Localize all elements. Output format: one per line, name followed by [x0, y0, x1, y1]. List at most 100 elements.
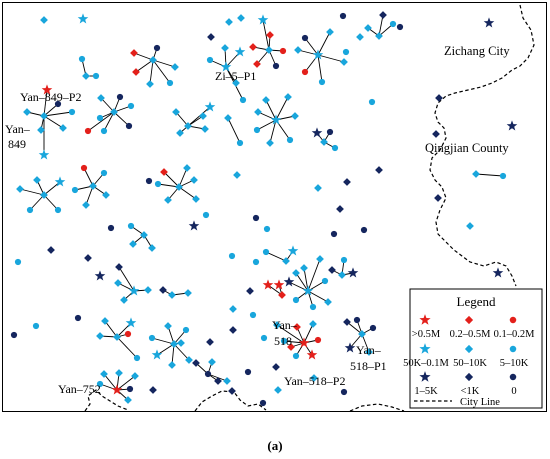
well-circle-marker — [330, 230, 338, 238]
well-link-line — [307, 258, 321, 292]
well-diamond-marker — [287, 343, 295, 351]
well-circle-marker — [340, 256, 348, 264]
well-link-line — [29, 194, 45, 211]
well-circle-marker — [252, 258, 260, 266]
well-circle-marker — [286, 136, 294, 144]
well-diamond-marker — [144, 286, 152, 294]
well-diamond-marker — [237, 14, 245, 22]
well-link-line — [43, 89, 48, 117]
well-circle-marker — [80, 164, 88, 172]
well-diamond-marker — [214, 377, 222, 385]
well-diamond-marker — [102, 191, 110, 199]
well-diamond-marker — [224, 114, 232, 122]
well-diamond-marker — [131, 372, 139, 380]
well-link-line — [103, 373, 118, 391]
well-circle-marker — [314, 336, 322, 344]
well-diamond-marker — [314, 184, 322, 192]
well-link-line — [256, 119, 277, 131]
legend-item-label: 0.1–0.2M — [494, 329, 536, 340]
well-diamond-marker — [164, 196, 172, 204]
well-link-line — [157, 183, 180, 188]
well-circle-marker — [292, 296, 300, 304]
well-circle-marker — [96, 114, 104, 122]
well-diamond-marker — [172, 108, 180, 116]
well-star-marker — [483, 17, 495, 28]
well-link-line — [256, 49, 270, 65]
well-circle-marker — [339, 12, 347, 20]
well-diamond-marker — [208, 358, 216, 366]
well-diamond-marker — [113, 333, 121, 341]
well-star-marker — [77, 13, 89, 24]
well-link-line — [378, 14, 384, 37]
well-link-line — [135, 59, 154, 73]
well-link-line — [317, 54, 323, 83]
well-diamond-marker — [229, 305, 237, 313]
well-circle-marker — [54, 100, 62, 108]
well-star-marker — [220, 61, 232, 72]
well-diamond-marker — [225, 18, 233, 26]
well-circle-marker — [499, 172, 507, 180]
well-star-marker — [506, 120, 518, 131]
well-circle-marker — [154, 180, 162, 188]
well-diamond-marker — [336, 205, 344, 213]
well-circle-marker — [272, 62, 280, 70]
well-circle-marker — [239, 96, 247, 104]
well-circle-marker — [204, 370, 212, 378]
well-diamond-marker — [149, 386, 157, 394]
well-star-marker — [312, 49, 324, 60]
well-link-line — [265, 251, 287, 262]
well-diamond-marker — [101, 317, 109, 325]
legend-item-label: >0.5M — [412, 329, 441, 340]
well-diamond-marker — [47, 246, 55, 254]
legend-item-label: <1K — [461, 386, 480, 397]
well-diamond-marker — [96, 332, 104, 340]
place-name-qingjian-county: Qingjian County — [425, 141, 509, 155]
well-diamond-marker — [365, 348, 373, 356]
legend-city-line-label: City Line — [460, 397, 500, 408]
well-circle-marker — [340, 388, 348, 396]
well-diamond-marker — [221, 44, 229, 52]
well-diamond-marker — [358, 330, 366, 338]
well-circle-marker — [263, 225, 271, 233]
well-star-marker — [41, 84, 53, 95]
well-circle-marker — [116, 93, 124, 101]
well-link-line — [83, 167, 94, 187]
well-diamond-marker — [175, 183, 183, 191]
well-circle-marker — [360, 226, 368, 234]
well-circle-marker — [107, 224, 115, 232]
well-circle-marker — [92, 72, 100, 80]
well-link-line — [113, 111, 130, 127]
well-diamond-marker — [379, 11, 387, 19]
well-circle-marker — [369, 324, 377, 332]
well-diamond-marker — [160, 168, 168, 176]
well-star-marker — [188, 220, 200, 231]
city-line-east — [429, 4, 535, 287]
well-label-yan-849-p2: Yan–849–P2 — [20, 90, 81, 104]
well-star-marker — [273, 279, 285, 290]
legend-symbol-diamond — [464, 315, 474, 325]
well-diamond-marker — [343, 178, 351, 186]
well-diamond-marker — [130, 49, 138, 57]
well-star-marker — [492, 267, 504, 278]
well-circle-marker — [145, 177, 153, 185]
well-diamond-marker — [199, 112, 207, 120]
well-diamond-marker — [292, 269, 300, 277]
well-diamond-marker — [89, 182, 97, 190]
well-diamond-marker — [291, 112, 299, 120]
well-link-line — [269, 119, 277, 144]
well-star-marker — [298, 337, 310, 348]
well-circle-marker — [32, 322, 40, 330]
well-diamond-marker — [115, 263, 123, 271]
well-link-line — [163, 171, 180, 188]
legend-item-label: 0 — [511, 386, 516, 397]
well-diamond-marker — [82, 72, 90, 80]
well-link-line — [276, 324, 305, 344]
well-diamond-marker — [124, 396, 132, 404]
well-diamond-marker — [146, 80, 154, 88]
well-diamond-marker — [115, 369, 123, 377]
well-circle-marker — [309, 303, 317, 311]
well-diamond-marker — [201, 125, 209, 133]
well-circle-marker — [96, 380, 104, 388]
well-link-line — [187, 106, 211, 127]
well-diamond-marker — [375, 166, 383, 174]
